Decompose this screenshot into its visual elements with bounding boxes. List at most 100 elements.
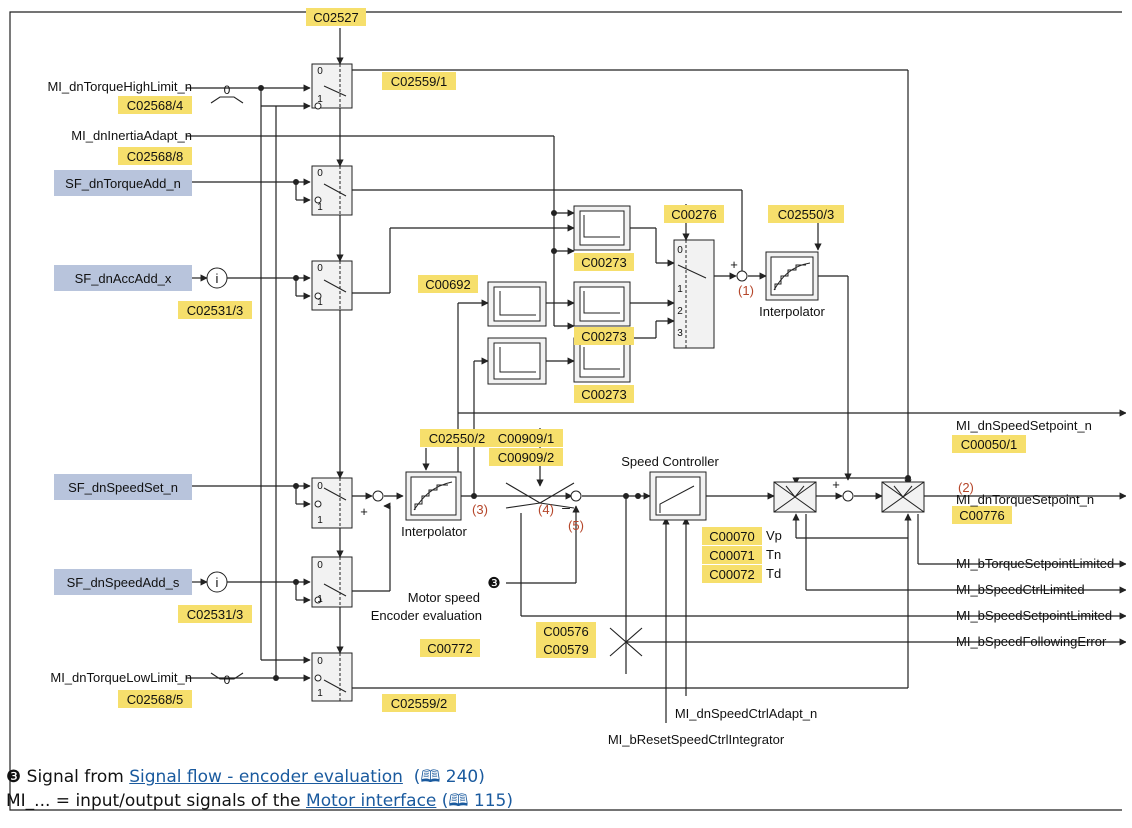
label-vp: Vp — [766, 528, 782, 543]
label-sel-1: 1 — [317, 688, 323, 699]
label-ann-5: (5) — [568, 518, 584, 533]
switch-levers — [323, 64, 707, 701]
code-box-c02568_4 — [118, 96, 192, 114]
label-inertia-adapt: MI_dnInertiaAdapt_n — [71, 128, 192, 143]
code-box-c02527 — [306, 8, 366, 26]
code-c00776: C00776 — [959, 508, 1005, 523]
code-c02559-2: C02559/2 — [391, 696, 447, 711]
signal-flow-diagram: C02527C02559/1C02568/4C02568/8C02531/3C0… — [9, 8, 1127, 811]
code-c00909-2: C00909/2 — [498, 450, 554, 465]
label-sel-1: 1 — [317, 594, 323, 605]
label-marker-3: ❸ — [487, 575, 500, 592]
code-c00579: C00579 — [543, 642, 589, 657]
code-box-c00576 — [536, 622, 596, 640]
label-reset-integrator: MI_bResetSpeedCtrlIntegrator — [608, 732, 785, 747]
code-box-c02550_3 — [768, 205, 844, 223]
label-plus: + — [360, 504, 368, 519]
code-c00050-1: C00050/1 — [961, 437, 1017, 452]
code-box-c00273_c — [574, 385, 634, 403]
label-speed-ctrl-limited: MI_bSpeedCtrlLimited — [956, 582, 1085, 597]
code-c00070: C00070 — [709, 529, 755, 544]
label-sel-0: 0 — [317, 66, 323, 77]
code-box-c02559_1 — [382, 72, 456, 90]
input-label-speed-add: SF_dnSpeedAdd_s — [67, 575, 180, 590]
encoder-evaluation-link[interactable]: Signal flow - encoder evaluation — [129, 767, 403, 787]
label-sel-0: 0 — [317, 560, 323, 571]
interpolator-blocks — [405, 251, 819, 521]
code-highlights: C02527C02559/1C02568/4C02568/8C02531/3C0… — [118, 8, 1026, 712]
code-c00692: C00692 — [425, 277, 471, 292]
label-sel-2: 2 — [677, 306, 683, 317]
code-box-c02550_2 — [420, 429, 494, 447]
code-c00273-c: C00273 — [581, 387, 627, 402]
input-box-torque-add — [54, 170, 192, 196]
code-c00273-a: C00273 — [581, 255, 627, 270]
label-minus: – — [562, 499, 570, 515]
code-c02568-5: C02568/5 — [127, 692, 183, 707]
code-c02559-1: C02559/1 — [391, 74, 447, 89]
label-following-error: MI_bSpeedFollowingError — [956, 634, 1107, 649]
info-circles — [206, 267, 228, 593]
code-c02527: C02527 — [313, 10, 359, 25]
input-label-acc-add: SF_dnAccAdd_x — [75, 271, 172, 286]
label-speed-setpoint-limited: MI_bSpeedSetpointLimited — [956, 608, 1112, 623]
footer-text-2: MI_... = input/output signals of the — [6, 791, 301, 811]
label-torque-low-limit: MI_dnTorqueLowLimit_n — [50, 670, 192, 685]
code-c00072: C00072 — [709, 567, 755, 582]
label-speed-setpoint: MI_dnSpeedSetpoint_n — [956, 418, 1092, 433]
label-ann-1: (1) — [738, 283, 754, 298]
code-c02550-2: C02550/2 — [429, 431, 485, 446]
code-box-c00072 — [702, 565, 762, 583]
label-interpolator-bottom: Interpolator — [401, 524, 467, 539]
code-box-c02559_2 — [382, 694, 456, 712]
code-c02550-3: C02550/3 — [778, 207, 834, 222]
label-ann-2: (2) — [958, 480, 974, 495]
code-box-c00276 — [664, 205, 724, 223]
diagram-texts: MI_dnTorqueHighLimit_nMI_dnInertiaAdapt_… — [47, 66, 1114, 747]
label-ann-4: (4) — [538, 502, 554, 517]
label-motor-speed: Motor speed — [408, 590, 480, 605]
label-sel-0: 0 — [317, 168, 323, 179]
label-info-i: i — [216, 575, 219, 590]
signal-lines — [186, 28, 1127, 723]
code-c00071: C00071 — [709, 548, 755, 563]
label-speed-controller: Speed Controller — [621, 454, 719, 469]
code-box-c00776 — [952, 506, 1012, 524]
input-boxes: SF_dnTorqueAdd_nSF_dnAccAdd_xSF_dnSpeedS… — [54, 170, 192, 595]
label-torque-limited: MI_bTorqueSetpointLimited — [956, 556, 1114, 571]
code-box-c00070 — [702, 527, 762, 545]
input-box-speed-add — [54, 569, 192, 595]
code-box-c00692 — [418, 275, 478, 293]
input-label-speed-set: SF_dnSpeedSet_n — [68, 480, 178, 495]
label-tn: Tn — [766, 547, 781, 562]
code-c00276: C00276 — [671, 207, 717, 222]
code-box-c00909_1 — [489, 429, 563, 447]
code-box-c02568_8 — [118, 147, 192, 165]
code-box-c00772 — [420, 639, 480, 657]
page-ref-240[interactable]: (🕮 240) — [413, 767, 485, 787]
footer-line-2: MI_... = input/output signals of the Mot… — [6, 788, 513, 817]
input-box-speed-set — [54, 474, 192, 500]
page-ref-115[interactable]: (🕮 115) — [441, 791, 513, 811]
label-sel-0: 0 — [677, 245, 683, 256]
code-box-c00050_1 — [952, 435, 1026, 453]
limit-symbols — [210, 96, 643, 680]
code-box-c00071 — [702, 546, 762, 564]
label-sel-1: 1 — [677, 284, 683, 295]
label-sel-1: 1 — [317, 202, 323, 213]
motor-interface-link[interactable]: Motor interface — [306, 791, 437, 811]
ramp-blocks — [487, 205, 925, 521]
label-info-i: i — [216, 271, 219, 286]
label-sel-1: 1 — [317, 297, 323, 308]
code-c00273-b: C00273 — [581, 329, 627, 344]
footer-text-1: Signal from — [26, 767, 124, 787]
label-sel-1: 1 — [317, 94, 323, 105]
label-speed-ctrl-adapt: MI_dnSpeedCtrlAdapt_n — [675, 706, 817, 721]
node-circles — [314, 102, 854, 682]
code-c00909-1: C00909/1 — [498, 431, 554, 446]
label-td: Td — [766, 566, 781, 581]
code-box-c00579 — [536, 640, 596, 658]
code-c00772: C00772 — [427, 641, 473, 656]
code-box-c02531_3_a — [178, 301, 252, 319]
label-interpolator-top: Interpolator — [759, 304, 825, 319]
